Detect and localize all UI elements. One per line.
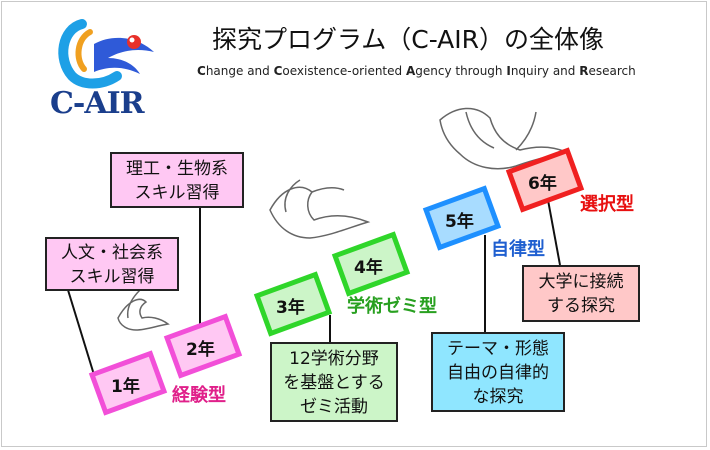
year-6-label: 6年 <box>528 174 557 194</box>
desc-line: スキル習得 <box>69 267 155 287</box>
desc-line: ゼミ活動 <box>300 397 368 417</box>
subtitle-initial: R <box>579 64 589 78</box>
year-6-diamond <box>505 147 585 213</box>
type-experience-label: 経験型 <box>172 385 226 406</box>
desc-line: を基盤とする <box>283 373 385 393</box>
year-1-label: 1年 <box>111 377 140 397</box>
type-elective-label: 選択型 <box>580 194 634 215</box>
desc-science-box: 理工・生物系 スキル習得 <box>110 152 244 208</box>
year-1-diamond <box>88 350 168 416</box>
desc-line: する探究 <box>547 296 615 316</box>
year-5-diamond <box>422 185 502 251</box>
desc-humanities-box: 人文・社会系 スキル習得 <box>45 237 179 291</box>
desc-university-box: 大学に接続 する探究 <box>522 265 640 322</box>
desc-line: スキル習得 <box>134 183 220 203</box>
desc-line: 理工・生物系 <box>126 159 228 179</box>
desc-line: 自由の自律的 <box>447 363 549 383</box>
year-2-label: 2年 <box>186 340 215 360</box>
subtitle-text: nquiry and <box>510 64 580 78</box>
subtitle-text: esearch <box>588 64 636 78</box>
year-5-label: 5年 <box>445 212 474 232</box>
subtitle-text: oexistence-oriented <box>282 64 406 78</box>
subtitle-text: hange and <box>205 64 274 78</box>
bird-medium-icon <box>269 179 371 239</box>
subtitle-initial: A <box>405 64 416 78</box>
bird-small-icon <box>117 289 170 331</box>
desc-line: 人文・社会系 <box>61 243 163 263</box>
desc-theme-box: テーマ・形態 自由の自律的 な探究 <box>431 332 565 412</box>
year-4-diamond <box>331 231 411 297</box>
phoenix-logo-icon <box>58 19 154 89</box>
desc-line: テーマ・形態 <box>447 339 549 359</box>
type-seminar-label: 学術ゼミ型 <box>347 296 437 317</box>
desc-line: な探究 <box>472 387 524 407</box>
desc-line: 大学に接続 <box>538 272 624 292</box>
year-2-diamond <box>163 313 243 379</box>
c-air-logo: C-AIR <box>42 14 182 124</box>
page-subtitle: Change and Coexistence-oriented Agency t… <box>197 64 636 78</box>
page-title: 探究プログラム（C-AIR）の全体像 <box>212 25 605 54</box>
logo-text: C-AIR <box>50 86 145 121</box>
subtitle-initial: C <box>273 64 283 78</box>
connector-line <box>547 199 561 266</box>
desc-line: 12学術分野 <box>289 349 379 369</box>
subtitle-initial: C <box>197 64 206 78</box>
year-3-diamond <box>253 271 333 337</box>
year-3-label: 3年 <box>276 298 305 318</box>
subtitle-initial: I <box>506 64 511 78</box>
year-4-label: 4年 <box>354 258 383 278</box>
connector-line <box>67 289 96 379</box>
desc-seminar-box: 12学術分野 を基盤とする ゼミ活動 <box>270 342 398 422</box>
type-autonomy-label: 自律型 <box>491 239 545 260</box>
subtitle-text: gency through <box>415 64 507 78</box>
